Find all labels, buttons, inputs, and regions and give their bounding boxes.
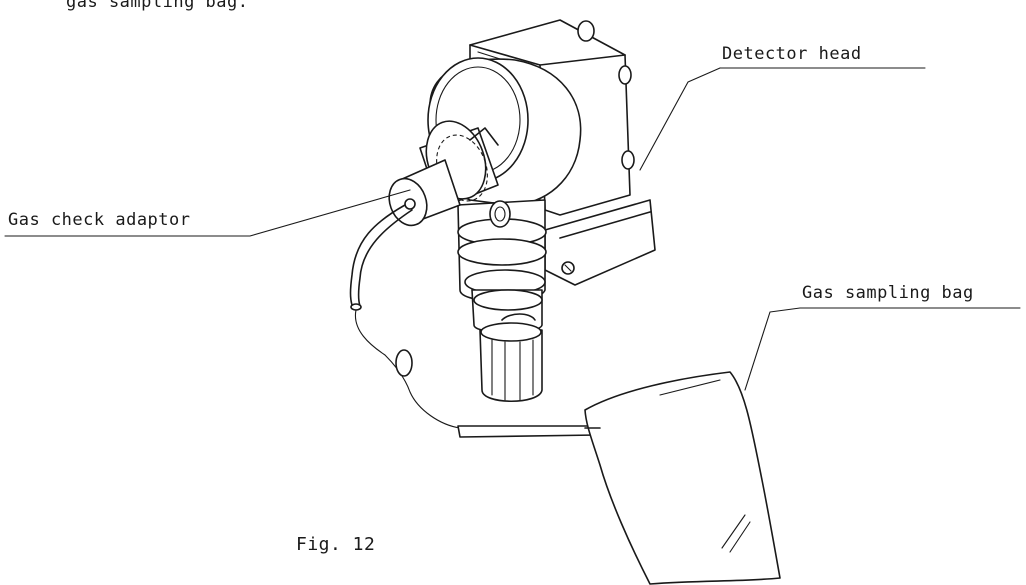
top-text: gas sampling bag. xyxy=(66,0,249,12)
gas-check-adaptor-label: Gas check adaptor xyxy=(8,210,191,230)
detector-head-label: Detector head xyxy=(722,44,862,64)
gas-sampling-bag-label: Gas sampling bag xyxy=(802,283,974,303)
gas-sampling-bag xyxy=(584,371,781,585)
sensor-stem xyxy=(457,199,547,403)
gas-check-adaptor xyxy=(388,120,511,228)
label-leader-lines xyxy=(4,67,1021,391)
figure-caption: Fig. 12 xyxy=(296,534,376,555)
